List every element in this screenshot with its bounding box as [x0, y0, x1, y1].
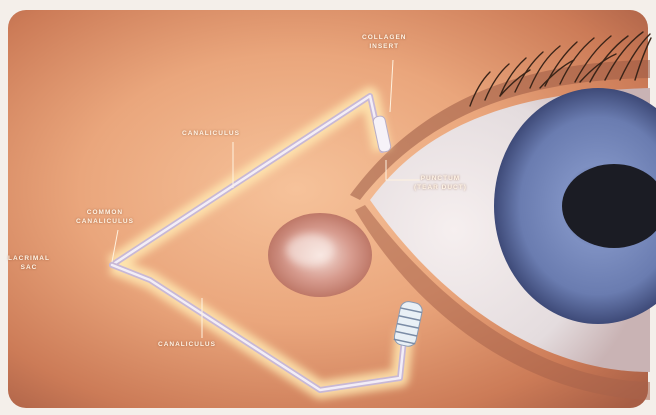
- label-canaliculus-lower-text: CANALICULUS: [158, 340, 216, 349]
- label-common-canaliculus: COMMON CANALICULUS: [76, 208, 134, 226]
- label-punctum-line-2: (TEAR DUCT): [414, 183, 467, 192]
- label-punctum: PUNCTUM (TEAR DUCT): [414, 174, 467, 192]
- label-canaliculus-upper-text: CANALICULUS: [182, 129, 240, 138]
- label-canaliculus-lower: CANALICULUS: [158, 340, 216, 349]
- label-common-canaliculus-line-1: COMMON: [76, 208, 134, 217]
- label-collagen-insert-line-2: INSERT: [362, 42, 406, 51]
- label-collagen-insert: COLLAGEN INSERT: [362, 33, 406, 51]
- label-canaliculus-upper: CANALICULUS: [182, 129, 240, 138]
- label-punctum-line-1: PUNCTUM: [414, 174, 467, 183]
- label-lacrimal-sac: LACRIMAL SAC: [8, 254, 50, 272]
- label-common-canaliculus-line-2: CANALICULUS: [76, 217, 134, 226]
- label-lacrimal-sac-line-1: LACRIMAL: [8, 254, 50, 263]
- label-collagen-insert-line-1: COLLAGEN: [362, 33, 406, 42]
- label-lacrimal-sac-line-2: SAC: [8, 263, 50, 272]
